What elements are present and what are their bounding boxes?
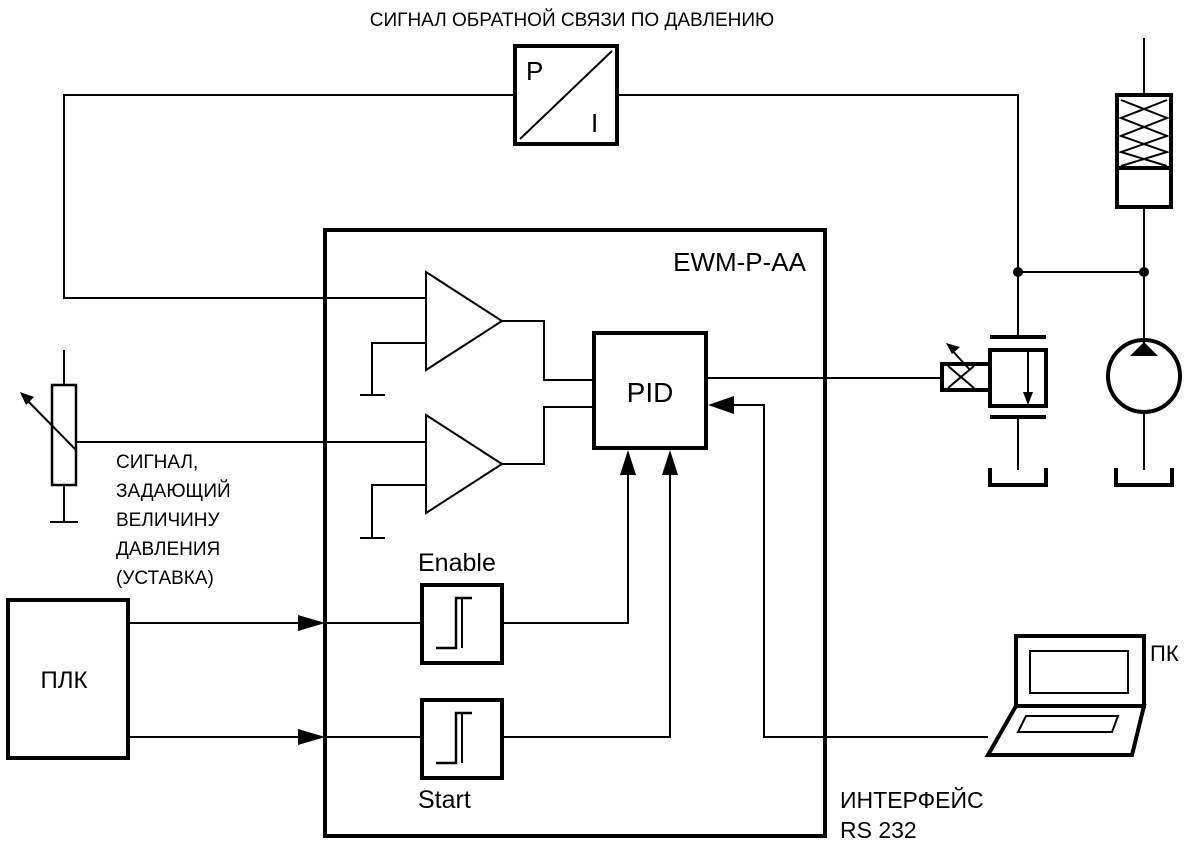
plc-label: ПЛК <box>41 667 88 694</box>
module-name: EWM-P-AA <box>673 247 807 277</box>
pid-label: PID <box>627 377 674 408</box>
enable-trigger <box>420 583 504 665</box>
pressure-transducer: P I <box>513 44 619 146</box>
pressure-line <box>1013 267 1149 277</box>
setpoint-line-4: ДАВЛЕНИЯ <box>116 539 220 560</box>
transducer-p-label: P <box>526 56 543 86</box>
interface-label: ИНТЕРФЕЙС RS 232 <box>840 786 984 843</box>
start-label: Start <box>418 786 471 814</box>
rs232-line <box>708 396 988 738</box>
enable-to-pid <box>502 450 636 624</box>
feedback-amplifier <box>360 270 594 396</box>
plc-start-line <box>128 729 422 745</box>
setpoint-line-2: ЗАДАЮЩИЙ <box>116 480 231 502</box>
interface-line-1: ИНТЕРФЕЙС <box>840 786 984 813</box>
setpoint-line-3: ВЕЛИЧИНУ <box>116 510 221 531</box>
start-trigger <box>420 698 504 780</box>
hydraulic-pump <box>1106 272 1182 470</box>
interface-line-2: RS 232 <box>840 817 917 843</box>
setpoint-signal-label: СИГНАЛ, ЗАДАЮЩИЙ ВЕЛИЧИНУ ДАВЛЕНИЯ (УСТА… <box>116 452 231 589</box>
pid-controller: PID <box>592 331 708 450</box>
pc-laptop-icon <box>984 634 1147 757</box>
plc-block: ПЛК <box>6 598 130 760</box>
setpoint-line-5: (УСТАВКА) <box>116 568 214 589</box>
feedback-wiring <box>63 94 1019 299</box>
hydraulic-cylinder <box>1115 38 1173 272</box>
pc-label: ПК <box>1150 641 1179 666</box>
ewm-module: EWM-P-AA <box>323 228 827 838</box>
feedback-signal-title: СИГНАЛ ОБРАТНОЙ СВЯЗИ ПО ДАВЛЕНИЮ <box>370 9 774 31</box>
transducer-i-label: I <box>591 108 598 138</box>
valve-tank-icon <box>988 468 1048 487</box>
pump-tank-icon <box>1114 468 1174 487</box>
enable-label: Enable <box>418 549 496 577</box>
proportional-valve <box>940 335 1048 419</box>
setpoint-line-1: СИГНАЛ, <box>116 452 198 473</box>
start-to-pid <box>502 450 678 738</box>
setpoint-potentiometer <box>20 350 426 523</box>
setpoint-amplifier <box>360 406 594 539</box>
plc-enable-line <box>128 615 422 631</box>
